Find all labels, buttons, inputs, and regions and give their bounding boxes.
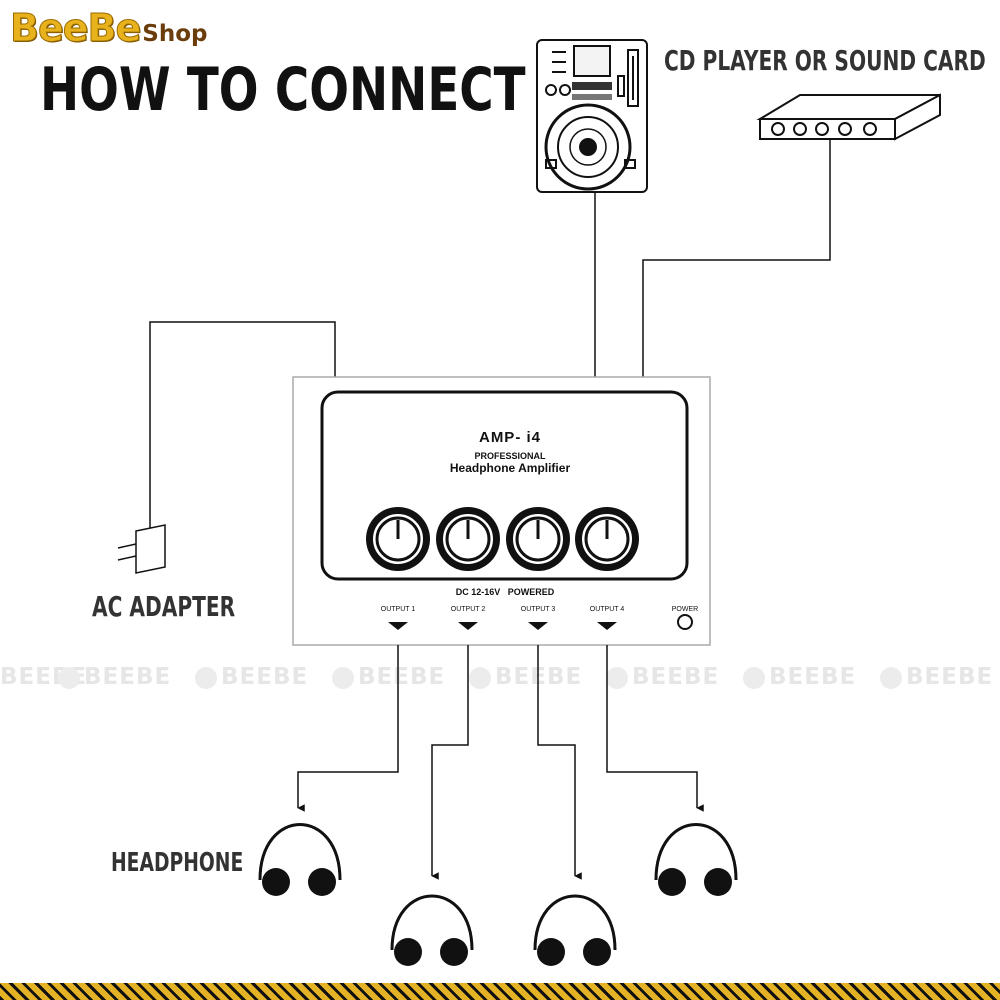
brand-logo: BeeBe Shop xyxy=(9,6,208,51)
power-led-icon xyxy=(677,614,693,630)
watermark-8: BEEBE xyxy=(880,664,993,690)
ac-adapter-label: AC ADAPTER xyxy=(92,590,236,623)
output-label-1: OUTPUT 1 xyxy=(380,606,416,613)
watermark-4: BEEBE xyxy=(332,664,445,690)
watermark-7: BEEBE xyxy=(743,664,856,690)
power-spec: DC 12-16V POWERED xyxy=(455,587,555,597)
cd-player-icon xyxy=(536,39,648,193)
amplifier-line2: Headphone Amplifier xyxy=(449,461,571,475)
page-title: HOW TO CONNECT xyxy=(40,55,526,125)
headphone-icon xyxy=(390,894,474,966)
output-label-4: OUTPUT 4 xyxy=(589,606,625,613)
headphone-label: HEADPHONE xyxy=(111,848,244,878)
decorative-bottom-band xyxy=(0,983,1000,1000)
headphone-cables xyxy=(297,645,704,880)
source-label: CD PLAYER OR SOUND CARD xyxy=(664,44,986,77)
headphone-icon xyxy=(258,823,342,896)
sound-card-icon xyxy=(756,93,941,141)
headphone-icon xyxy=(533,894,617,966)
volume-knob-icon xyxy=(366,507,430,571)
brand-name: BeeBe xyxy=(9,6,141,51)
output-jack-3 xyxy=(528,622,548,630)
signal-cables xyxy=(149,139,831,528)
watermark-3: BEEBE xyxy=(195,664,308,690)
watermark-6: BEEBE xyxy=(606,664,719,690)
brand-suffix: Shop xyxy=(142,21,208,47)
power-indicator-label: POWER xyxy=(671,606,699,613)
amplifier-model: AMP- i4 xyxy=(478,429,541,446)
headphone-icon xyxy=(654,823,738,896)
volume-knob-icon xyxy=(506,507,570,571)
volume-knob-icon xyxy=(575,507,639,571)
output-jack-1 xyxy=(388,622,408,630)
output-label-2: OUTPUT 2 xyxy=(450,606,486,613)
output-jack-4 xyxy=(597,622,617,630)
output-jack-icons xyxy=(388,622,617,630)
output-jack-2 xyxy=(458,622,478,630)
volume-knob-icon xyxy=(436,507,500,571)
amplifier-line1: PROFESSIONAL xyxy=(474,451,546,461)
output-label-3: OUTPUT 3 xyxy=(520,606,556,613)
watermark-2: BEEBE xyxy=(58,664,171,690)
ac-adapter-plug-icon xyxy=(117,524,166,574)
